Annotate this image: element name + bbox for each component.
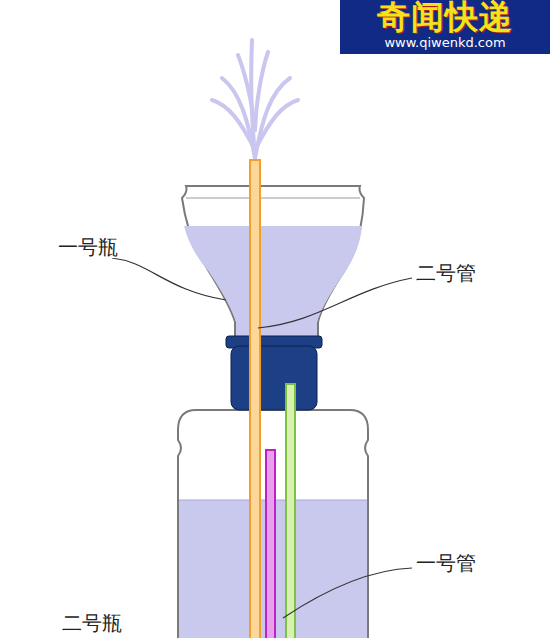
part-label: 二号管 — [414, 262, 478, 284]
tube-one — [286, 384, 295, 638]
bottle-cap — [231, 346, 317, 410]
leader-lines — [112, 258, 412, 618]
watermark-title: 奇闻快递 — [340, 0, 550, 35]
bottle-one-water — [184, 226, 362, 337]
bottle-one — [182, 186, 364, 338]
part-label: 一号管 — [414, 552, 478, 574]
watermark-banner: 奇闻快递www.qiwenkd.com — [340, 0, 550, 54]
tube-magenta — [266, 450, 275, 638]
water-spray — [212, 40, 298, 158]
watermark-url: www.qiwenkd.com — [340, 35, 550, 51]
tube-two — [250, 160, 260, 638]
part-label: 二号瓶 — [60, 612, 124, 634]
part-label: 一号瓶 — [56, 236, 120, 258]
